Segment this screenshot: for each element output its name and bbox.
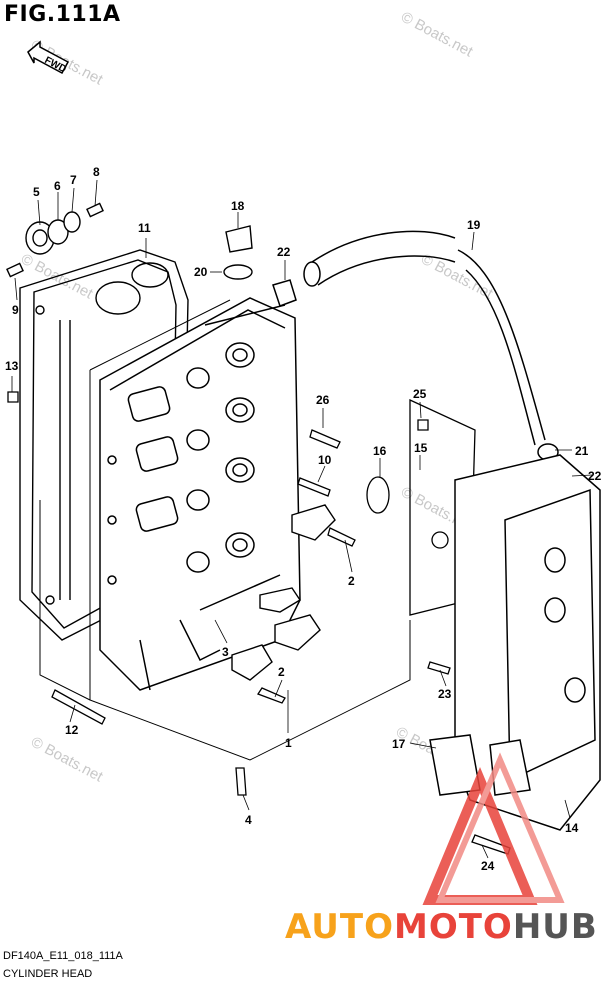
callout-17: 17	[392, 737, 406, 751]
callout-12: 12	[65, 723, 79, 737]
callout-25: 25	[413, 387, 427, 401]
callout-9: 9	[12, 303, 19, 317]
callout-20: 20	[194, 265, 208, 279]
callout-3: 3	[222, 645, 229, 659]
callout-19: 19	[467, 218, 481, 232]
callout-4: 4	[245, 813, 252, 827]
head-cover	[429, 454, 601, 831]
callout-23: 23	[438, 687, 452, 701]
callout-8: 8	[93, 165, 100, 179]
watermark-text: © Boats.net	[418, 251, 496, 303]
callout-22: 22	[277, 245, 291, 259]
callout-16: 16	[373, 444, 387, 458]
bolts	[7, 391, 511, 855]
callout-26: 26	[316, 393, 330, 407]
brand-part-hub: HUB	[512, 907, 598, 947]
callout-13: 13	[5, 359, 19, 373]
brand-part-auto: AUTO	[285, 907, 394, 947]
callout-18: 18	[231, 199, 245, 213]
callout-11: 11	[138, 221, 151, 235]
callout-22b: 22	[588, 469, 602, 483]
callouts: 1 2 2 3 4 5 6 7 8 9 10 11 12 13 14 15 16…	[5, 165, 602, 873]
diagram-code: DF140A_E11_018_111A	[3, 950, 123, 962]
callout-21: 21	[575, 444, 589, 458]
callout-6: 6	[54, 179, 61, 193]
callout-2: 2	[348, 574, 355, 588]
brand-logo-icon	[422, 752, 565, 905]
brand-logo: AUTOMOTOHUB	[285, 907, 598, 947]
watermark-text: © Boats.net	[398, 9, 476, 61]
callout-14: 14	[565, 821, 579, 835]
diagram-caption: CYLINDER HEAD	[3, 968, 93, 980]
callout-2b: 2	[278, 665, 285, 679]
cylinder-head	[99, 297, 301, 691]
figure-title: FIG.111A	[4, 2, 121, 27]
callout-5: 5	[33, 185, 40, 199]
brand-part-moto: MOTO	[393, 907, 513, 947]
callout-24: 24	[481, 859, 495, 873]
leader-lines	[11, 179, 593, 859]
callout-15: 15	[414, 441, 428, 455]
watermark-text: © Boats.net	[28, 734, 106, 786]
cam-caps	[231, 504, 336, 681]
callout-10: 10	[318, 453, 332, 467]
callout-7: 7	[70, 173, 77, 187]
assembly-boundary	[39, 299, 411, 761]
oil-filler-cap	[223, 225, 253, 280]
callout-1: 1	[285, 736, 292, 750]
